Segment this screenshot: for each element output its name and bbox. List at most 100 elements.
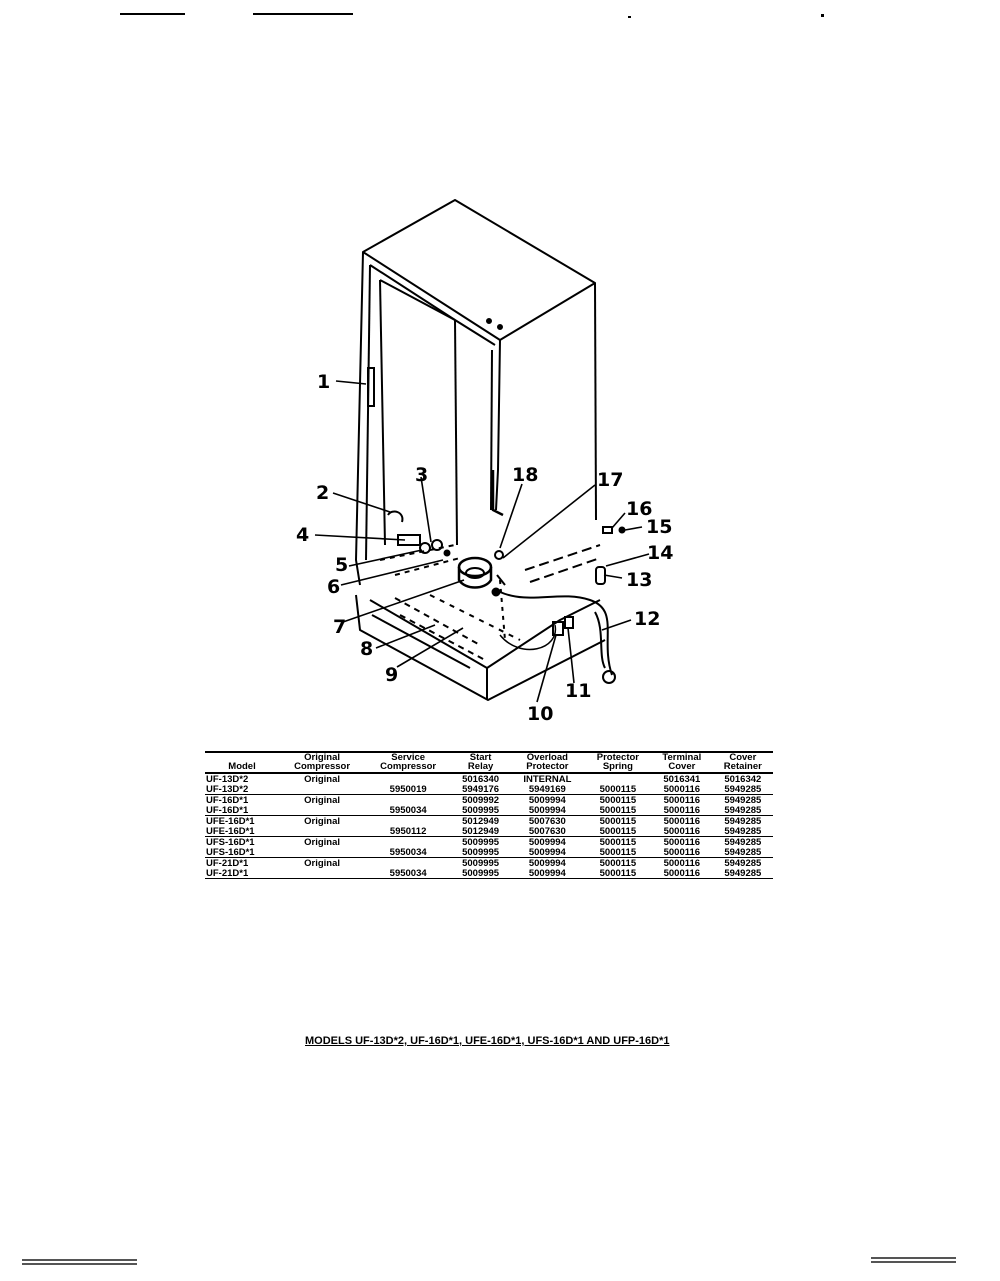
- cell-terminal-cover: 5000116: [663, 836, 701, 848]
- cell-terminal-cover: 5000116: [663, 815, 701, 827]
- cell-service-compressor: [365, 795, 451, 806]
- cell-terminal-cover: 5000116: [651, 784, 713, 795]
- callout-11: 11: [565, 680, 591, 702]
- callout-10: 10: [527, 703, 553, 725]
- cell-protector-spring: 5000115: [584, 805, 652, 816]
- top-rule-center: [253, 13, 353, 15]
- cell-service-compressor: [365, 773, 451, 784]
- cell-start-relay: 5016340: [462, 773, 500, 785]
- cell-cover-retainer: 5949285: [712, 805, 773, 816]
- callout-numbers: 1 2 3 4 5 6 7 8 9 10 11 12 13 14 15 16 1…: [296, 371, 673, 725]
- callout-9: 9: [385, 664, 398, 686]
- top-mark-1: [628, 16, 631, 18]
- footer-fine-print-left: [22, 1259, 137, 1265]
- cell-overload-protector: INTERNAL: [523, 773, 572, 785]
- table-row: UF-16D*1 5950034 5009995 5009994 5000115…: [205, 805, 773, 816]
- cell-cover-retainer: 5016342: [724, 773, 762, 785]
- table-row: UF-16D*1 Original 5009992 5009994 500011…: [205, 795, 773, 806]
- cell-cover-retainer: 5949285: [712, 847, 773, 858]
- cell-cover-retainer: 5949285: [724, 794, 762, 806]
- table-row: UFE-16D*1 Original 5012949 5007630 50001…: [205, 816, 773, 827]
- header-model: Model: [205, 751, 280, 774]
- models-caption: MODELS UF-13D*2, UF-16D*1, UFE-16D*1, UF…: [305, 1035, 670, 1047]
- table-row: UF-21D*1 5950034 5009995 5009994 5000115…: [205, 868, 773, 879]
- cell-cover-retainer: 5949285: [712, 784, 773, 795]
- cell-cover-retainer: 5949285: [724, 815, 762, 827]
- cell-terminal-cover: 5000116: [663, 794, 701, 806]
- cell-protector-spring: 5000115: [599, 815, 637, 827]
- cell-terminal-cover: 5000116: [651, 868, 713, 879]
- cell-overload-protector: 5009994: [528, 836, 566, 848]
- cell-terminal-cover: 5000116: [651, 805, 713, 816]
- cell-model: UF-16D*1: [205, 805, 280, 816]
- cell-terminal-cover: 5000116: [651, 826, 713, 837]
- cell-service-compressor: 5950034: [365, 868, 452, 879]
- cell-start-relay: 5009995: [462, 836, 500, 848]
- callout-2: 2: [316, 482, 329, 504]
- cell-original-compressor: [279, 847, 366, 858]
- cell-model: UFE-16D*1: [206, 815, 255, 827]
- callout-16: 16: [626, 498, 652, 520]
- cell-overload-protector: 5007630: [510, 826, 585, 837]
- cell-model: UF-21D*1: [205, 868, 280, 879]
- cell-protector-spring: [585, 773, 651, 784]
- callout-15: 15: [646, 516, 672, 538]
- cell-original-compressor: Original: [304, 773, 341, 785]
- cell-terminal-cover: 5016341: [663, 773, 701, 785]
- cell-model: UFS-16D*1: [205, 847, 280, 858]
- callout-8: 8: [360, 638, 373, 660]
- cell-start-relay: 5009995: [451, 868, 511, 879]
- callout-13: 13: [626, 569, 652, 591]
- cell-protector-spring: 5000115: [599, 794, 637, 806]
- cell-original-compressor: Original: [304, 794, 341, 806]
- footer-fine-print-right: [871, 1257, 956, 1263]
- cabinet-details: [367, 318, 626, 684]
- table-row: UFS-16D*1 5950034 5009995 5009994 500011…: [205, 847, 773, 858]
- cell-overload-protector: 5009994: [510, 805, 585, 816]
- callout-3: 3: [415, 464, 428, 486]
- cell-original-compressor: [279, 826, 366, 837]
- exploded-parts-diagram: 1 2 3 4 5 6 7 8 9 10 11 12 13 14 15 16 1…: [296, 199, 673, 725]
- cell-protector-spring: 5000115: [584, 868, 652, 879]
- cell-service-compressor: [365, 816, 451, 827]
- cell-overload-protector: 5009994: [528, 794, 566, 806]
- callout-17: 17: [597, 469, 623, 491]
- cell-original-compressor: [279, 805, 366, 816]
- cell-model: UF-13D*2: [206, 773, 249, 785]
- cell-cover-retainer: 5949285: [724, 836, 762, 848]
- cell-model: UFS-16D*1: [206, 836, 255, 848]
- cell-terminal-cover: 5000116: [663, 857, 701, 869]
- cell-overload-protector: 5007630: [528, 815, 566, 827]
- cell-original-compressor: Original: [304, 815, 341, 827]
- leader-lines: [314, 380, 650, 703]
- cell-service-compressor: 5950112: [365, 826, 452, 837]
- cell-service-compressor: 5950034: [365, 805, 452, 816]
- cell-protector-spring: 5000115: [584, 847, 652, 858]
- cell-protector-spring: 5000115: [584, 826, 652, 837]
- cell-cover-retainer: 5949285: [712, 868, 773, 879]
- cell-original-compressor: [279, 868, 366, 879]
- cell-cover-retainer: 5949285: [712, 826, 773, 837]
- callout-12: 12: [634, 608, 660, 630]
- callout-4: 4: [296, 524, 309, 546]
- cell-overload-protector: 5009994: [510, 868, 585, 879]
- table-row: UF-13D*2 5950019 5949176 5949169 5000115…: [205, 784, 773, 795]
- cell-protector-spring: 5000115: [599, 836, 637, 848]
- cell-service-compressor: 5950034: [365, 847, 452, 858]
- cell-service-compressor: [365, 858, 451, 869]
- cell-model: UF-13D*2: [205, 784, 280, 795]
- cell-service-compressor: 5950019: [365, 784, 452, 795]
- cell-start-relay: 5949176: [451, 784, 511, 795]
- cell-start-relay: 5009995: [462, 857, 500, 869]
- cell-overload-protector: 5009994: [510, 847, 585, 858]
- cell-start-relay: 5009995: [451, 805, 511, 816]
- cell-start-relay: 5009992: [462, 794, 500, 806]
- cell-service-compressor: [365, 837, 451, 848]
- cell-cover-retainer: 5949285: [724, 857, 762, 869]
